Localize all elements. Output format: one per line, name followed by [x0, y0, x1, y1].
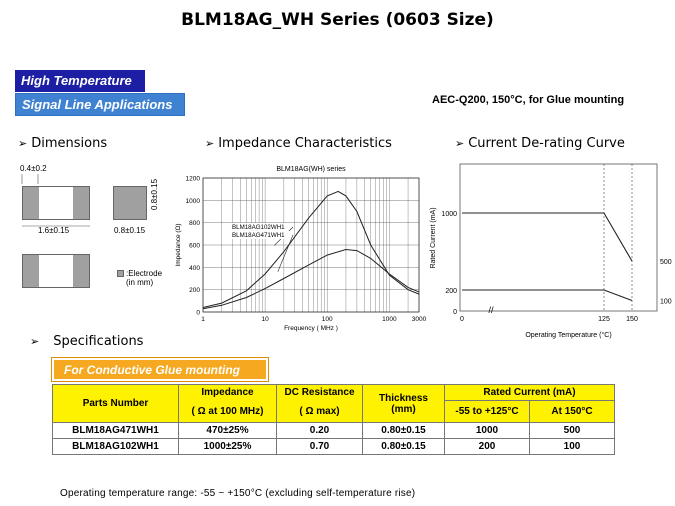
y-tick-label: 200	[189, 287, 200, 294]
cell-part: BLM18AG471WH1	[52, 422, 179, 439]
x-axis-label: Operating Temperature (°C)	[525, 331, 611, 339]
dim-chip-height: 0.8±0.15	[150, 178, 159, 210]
x-tick-label: 10	[262, 316, 270, 323]
x-tick-label: 1	[201, 316, 205, 323]
header-rated-current: Rated Current (mA)	[444, 384, 615, 401]
y-tick-label: 1200	[186, 176, 201, 183]
series-line-2	[462, 289, 633, 302]
header-range2: At 150°C	[529, 400, 615, 423]
cell-thickness: 0.80±0.15	[362, 422, 445, 439]
header-thickness: Thickness (mm)	[362, 384, 445, 423]
axis-break-icon: //	[488, 305, 494, 315]
derating-heading: ➢Current De-rating Curve	[455, 136, 625, 151]
chip-side-view	[22, 254, 90, 288]
x-tick-label: 1000	[382, 316, 397, 323]
table-row: BLM18AG102WH1 1000±25% 0.70 0.80±0.15 20…	[52, 438, 615, 455]
header-dc-resistance: DC Resistance	[276, 384, 363, 401]
series-label: BLM18AG102WH1	[232, 224, 285, 231]
dim-chip-length: 1.6±0.15	[38, 226, 70, 235]
specifications-label: Specifications	[53, 334, 144, 349]
dim-line-length	[22, 225, 90, 227]
chart-title: BLM18AG(WH) series	[276, 166, 346, 173]
table-header-row: Parts Number Impedance DC Resistance Thi…	[52, 384, 615, 423]
header-parts-number: Parts Number	[52, 384, 179, 423]
chip-end-view	[113, 186, 147, 220]
dimensions-label: Dimensions	[31, 136, 108, 151]
cell-current-125: 200	[444, 438, 530, 455]
y-tick-label: 0	[196, 310, 200, 317]
x-tick-label: 100	[322, 316, 333, 323]
cell-impedance: 1000±25%	[178, 438, 277, 455]
x-tick-label: 150	[626, 316, 638, 323]
y-tick-label: 1000	[186, 198, 201, 205]
header-impedance: Impedance	[178, 384, 277, 401]
arrow-bullet-icon: ➢	[18, 137, 28, 150]
high-temperature-tag: High Temperature	[15, 70, 145, 92]
plot-frame	[459, 163, 658, 312]
y-tick-label: 0	[453, 309, 457, 316]
series-label: BLM18AG471WH1	[232, 232, 285, 239]
dim-arrow-icon	[21, 174, 39, 184]
cell-current-150: 100	[529, 438, 615, 455]
cell-dcr: 0.70	[276, 438, 363, 455]
cell-part: BLM18AG102WH1	[52, 438, 179, 455]
aec-note: AEC-Q200, 150°C, for Glue mounting	[432, 94, 625, 106]
plot-frame	[202, 177, 420, 313]
series-line-1	[462, 212, 633, 262]
page-title: BLM18AG_WH Series (0603 Size)	[181, 10, 494, 30]
signal-line-tag: Signal Line Applications	[15, 93, 185, 116]
series-label-bg	[231, 231, 293, 239]
footnote: Operating temperature range: -55 ~ +150°…	[60, 488, 416, 499]
conductive-glue-banner: For Conductive Glue mounting	[51, 357, 269, 382]
header-thickness-unit: (mm)	[391, 403, 416, 415]
chip-top-view	[22, 186, 90, 220]
y-tick-label: 800	[189, 220, 200, 227]
cell-thickness: 0.80±0.15	[362, 438, 445, 455]
derating-label: Current De-rating Curve	[468, 136, 625, 151]
series-end-label: 100	[660, 299, 672, 306]
header-range1: -55 to +125°C	[444, 400, 530, 423]
x-tick-label: 0	[460, 316, 464, 323]
table-subheader-row: ( Ω at 100 MHz) ( Ω max) -55 to +125°C A…	[53, 400, 615, 423]
y-tick-label: 400	[189, 265, 200, 272]
y-tick-label: 200	[445, 288, 457, 295]
series-label-bg	[231, 223, 293, 231]
x-tick-label: 3000	[412, 316, 427, 323]
arrow-bullet-icon: ➢	[455, 137, 465, 150]
y-axis-label: Rated Current (mA)	[430, 207, 437, 268]
x-tick-label: 125	[598, 316, 610, 323]
y-axis-label: Impedance (Ω)	[175, 223, 182, 266]
electrode-swatch	[117, 270, 124, 277]
arrow-bullet-icon: ➢	[205, 137, 215, 150]
spec-table: Parts Number Impedance DC Resistance Thi…	[52, 384, 615, 455]
series-leader-line	[277, 234, 294, 272]
cell-dcr: 0.20	[276, 422, 363, 439]
y-tick-label: 1000	[441, 211, 457, 218]
cell-current-150: 500	[529, 422, 615, 439]
impedance-heading: ➢Impedance Characteristics	[205, 136, 392, 151]
cell-impedance: 470±25%	[178, 422, 277, 439]
impedance-chart: BLM18AG(WH) series 0 200 400 600 800 1000 1200 1…	[175, 166, 427, 332]
series-end-label: 500	[660, 259, 672, 266]
y-tick-label: 600	[189, 243, 200, 250]
dimensions-heading: ➢Dimensions	[18, 136, 107, 151]
header-thickness-label: Thickness	[379, 392, 428, 404]
x-axis-label: Frequency ( MHz )	[284, 325, 338, 332]
unit-legend: (in mm)	[126, 278, 154, 287]
header-impedance-unit: ( Ω at 100 MHz)	[178, 400, 277, 423]
header-dc-unit: ( Ω max)	[276, 400, 363, 423]
impedance-label: Impedance Characteristics	[218, 136, 392, 151]
electrode-legend: :Electrode	[126, 269, 163, 278]
cell-current-125: 1000	[444, 422, 530, 439]
series-line-blm18ag102wh1	[202, 190, 420, 308]
series-line-blm18ag471wh1	[202, 248, 420, 310]
table-row: BLM18AG471WH1 470±25% 0.20 0.80±0.15 100…	[52, 422, 615, 439]
dim-chip-width: 0.8±0.15	[114, 226, 146, 235]
arrow-bullet-icon: ➢	[30, 335, 40, 348]
dim-electrode-length: 0.4±0.2	[20, 164, 47, 173]
specifications-heading: ➢ Specifications	[30, 334, 143, 349]
